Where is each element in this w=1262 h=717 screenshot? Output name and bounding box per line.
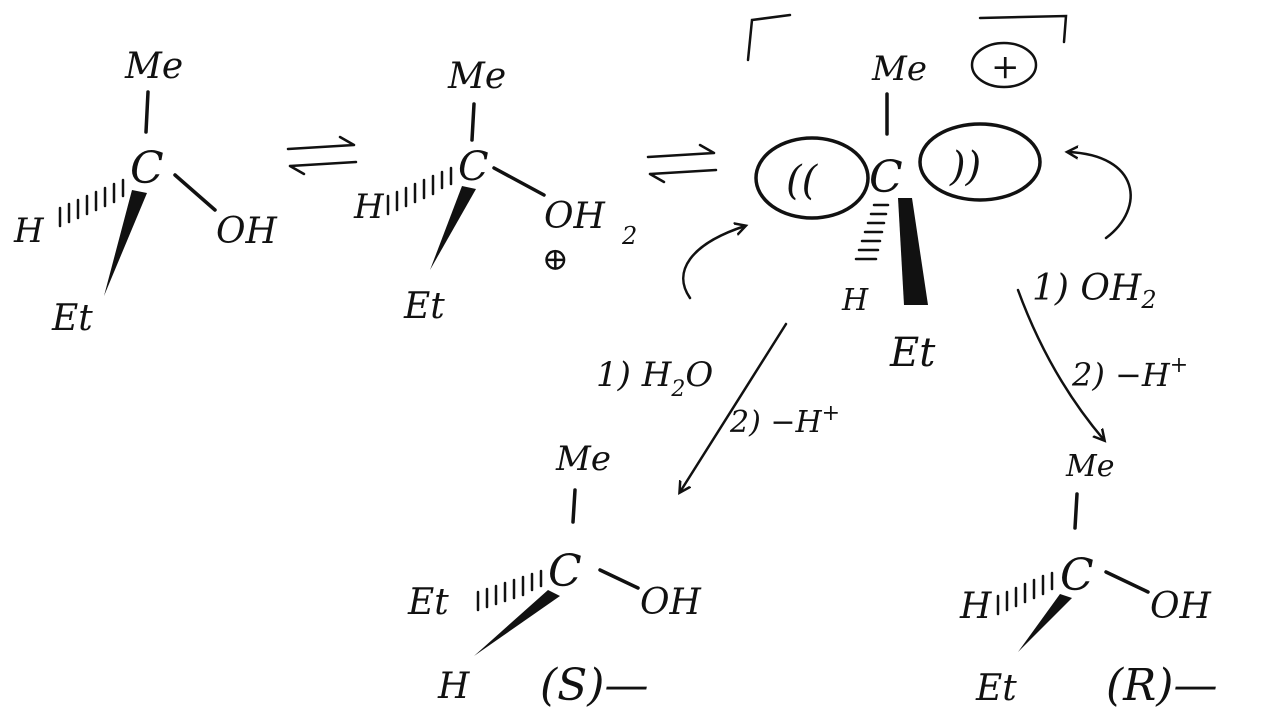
methyl-label: Me bbox=[555, 439, 611, 479]
wedge-bond-et bbox=[104, 190, 147, 296]
bracket-left bbox=[746, 13, 792, 62]
hydrogen-label: H bbox=[353, 187, 385, 227]
methyl-label: Me bbox=[124, 46, 183, 87]
oxonium-label: OH bbox=[544, 196, 606, 237]
equilibrium-arrow-2 bbox=[646, 143, 718, 184]
bond-oh2 bbox=[492, 166, 546, 197]
bond-methyl bbox=[470, 102, 476, 142]
curved-arrow-right-attack bbox=[1068, 152, 1132, 240]
carbon-label: C bbox=[458, 144, 489, 190]
left-lobe-marks: (( bbox=[786, 158, 819, 204]
bracket-right bbox=[978, 14, 1068, 44]
hashed-bond-h bbox=[996, 571, 1054, 616]
methyl-label: Me bbox=[871, 49, 927, 89]
hashed-bond-h bbox=[58, 178, 125, 228]
carbon-label: C bbox=[548, 546, 582, 597]
bond-oh bbox=[1104, 570, 1150, 594]
right-lobe-marks: )) bbox=[949, 144, 981, 190]
curved-arrow-left-attack bbox=[682, 226, 745, 300]
hashed-bond-et bbox=[476, 569, 543, 612]
ethyl-label: Et bbox=[975, 668, 1017, 709]
right-pathway: 1) OH2 2) −H+ bbox=[1016, 268, 1188, 440]
structure-product-r: Me C H Et OH (R)— bbox=[959, 449, 1217, 711]
step1-reagent: 1) OH2 bbox=[1032, 268, 1157, 314]
wedge-bond-h bbox=[474, 590, 560, 656]
charge-circle bbox=[970, 41, 1038, 89]
bond-oh bbox=[598, 568, 640, 590]
arrow-to-r-product bbox=[1016, 288, 1104, 440]
wedge-bond-et bbox=[898, 198, 928, 305]
hydroxyl-label: OH bbox=[216, 211, 278, 252]
arrow-to-s-product bbox=[680, 322, 788, 492]
structure-oxonium: Me C H Et OH 2 ⊕ bbox=[353, 56, 637, 327]
positive-charge: ⊕ bbox=[542, 240, 569, 278]
wedge-bond-et bbox=[1018, 594, 1072, 652]
ethyl-label: Et bbox=[407, 582, 449, 623]
hydroxyl-label: OH bbox=[1150, 586, 1212, 627]
step1-reagent: 1) H2O bbox=[596, 355, 713, 402]
hydrogen-label: H bbox=[841, 283, 869, 318]
bond-methyl bbox=[1073, 492, 1079, 530]
bond-methyl bbox=[571, 488, 577, 524]
methyl-label: Me bbox=[447, 56, 506, 97]
structure-product-s: Me C Et H OH (S)— bbox=[407, 439, 702, 711]
structure-carbocation: Me + (( C )) H Et bbox=[746, 13, 1068, 376]
hydrogen-label: H bbox=[13, 211, 45, 251]
step2-reagent: 2) −H+ bbox=[729, 401, 840, 440]
bond-methyl bbox=[144, 90, 150, 134]
equilibrium-arrow-1 bbox=[286, 135, 358, 176]
hydrogen-label: H bbox=[437, 666, 470, 707]
wedge-bond-et bbox=[430, 186, 476, 270]
hydroxyl-label: OH bbox=[640, 582, 702, 623]
charge-plus: + bbox=[991, 47, 1020, 87]
p-orbital-right-lobe bbox=[918, 122, 1042, 202]
hashed-bond-h bbox=[386, 166, 453, 216]
hydrogen-label: H bbox=[959, 586, 992, 627]
bond-oh bbox=[173, 173, 217, 212]
p-orbital-left-lobe bbox=[754, 136, 870, 220]
carbon-label: C bbox=[130, 143, 164, 194]
ethyl-label: Et bbox=[51, 298, 93, 339]
left-pathway: 1) H2O 2) −H+ bbox=[596, 322, 840, 492]
r-configuration-label: (R)— bbox=[1106, 660, 1217, 711]
hashed-bond-h bbox=[854, 203, 890, 261]
carbon-label: C bbox=[869, 152, 903, 203]
structure-alcohol: Me C H Et OH bbox=[13, 46, 278, 339]
subscript-2: 2 bbox=[621, 222, 637, 250]
step2-reagent: 2) −H+ bbox=[1071, 353, 1188, 394]
carbon-label: C bbox=[1060, 550, 1094, 601]
ethyl-label: Et bbox=[889, 330, 936, 376]
ethyl-label: Et bbox=[403, 286, 445, 327]
s-configuration-label: (S)— bbox=[540, 660, 648, 711]
methyl-label: Me bbox=[1065, 449, 1114, 484]
